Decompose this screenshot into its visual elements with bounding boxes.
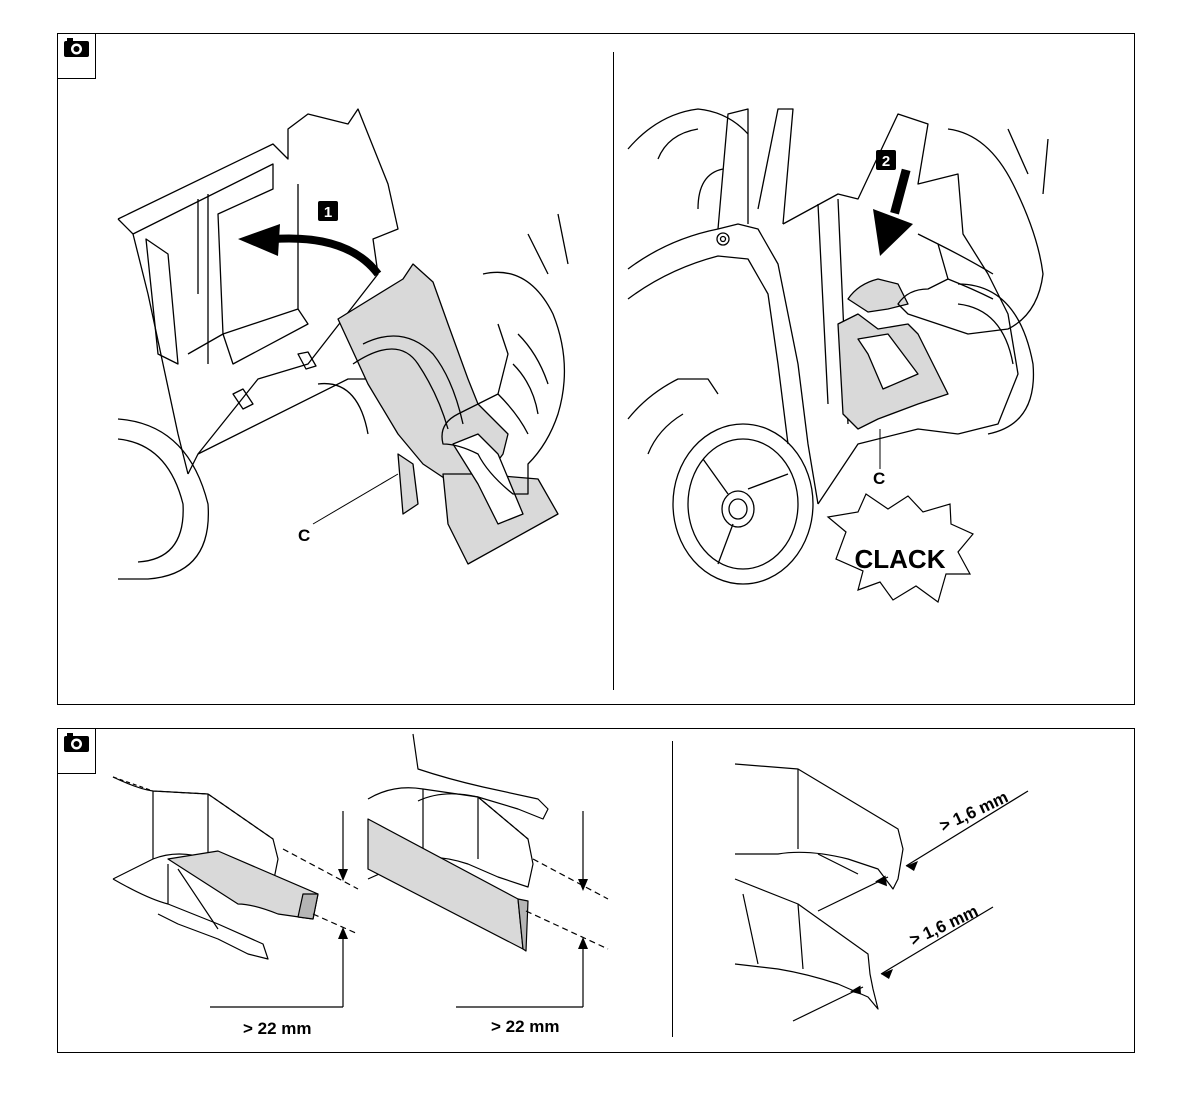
- illustration-panel-bottom: > 22 mm > 22 mm > 1,6 mm > 1,6 mm: [57, 728, 1135, 1053]
- blade-wear-diagrams: > 22 mm > 22 mm > 1,6 mm > 1,6 mm: [58, 729, 1136, 1054]
- part-label-c-right: C: [873, 469, 885, 488]
- measure-gap-1: > 22 mm: [243, 1019, 312, 1038]
- illustration-panel-top: 1 C: [57, 33, 1135, 705]
- measure-edge-2: > 1,6 mm: [907, 901, 981, 949]
- step-2-number: 2: [882, 153, 890, 170]
- measure-gap-2: > 22 mm: [491, 1017, 560, 1036]
- measure-edge-1: > 1,6 mm: [937, 787, 1011, 835]
- clack-text: CLACK: [855, 544, 946, 574]
- scene-clip-grass-bag: 2 C CLACK: [58, 34, 1136, 706]
